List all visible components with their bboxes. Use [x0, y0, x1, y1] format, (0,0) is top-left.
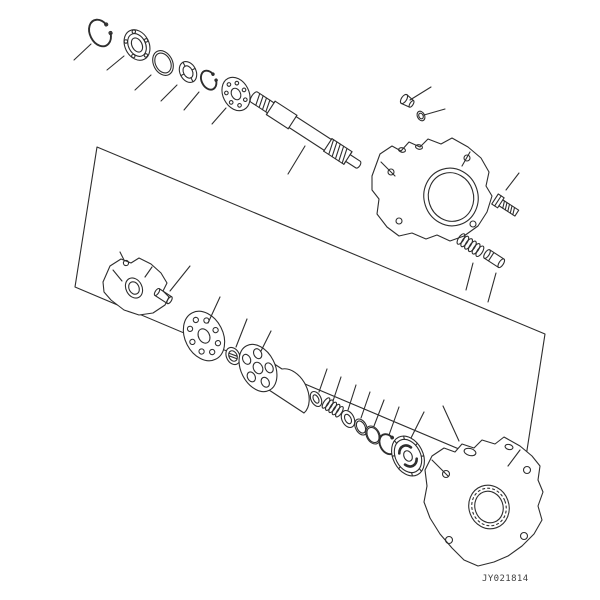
leader-line — [211, 107, 227, 125]
leader-lines — [73, 43, 520, 442]
figure-code: JY021814 — [482, 574, 529, 584]
leader-line — [332, 376, 342, 402]
leader-line — [505, 172, 520, 191]
o-ring — [152, 50, 174, 76]
washer-1 — [309, 390, 323, 408]
ring-2 — [365, 425, 381, 445]
retainer-plate — [182, 310, 226, 362]
leader-line — [160, 84, 178, 102]
leader-line — [373, 399, 385, 427]
valve-plate — [391, 435, 425, 477]
leader-line — [134, 74, 152, 91]
leader-line — [287, 145, 306, 175]
leader-line — [207, 296, 221, 324]
spherical-bushing — [225, 346, 241, 366]
leader-line — [409, 86, 432, 101]
leader-line — [360, 391, 371, 419]
leader-line — [423, 108, 446, 116]
swash-plate — [102, 251, 170, 316]
hex-bolt — [491, 193, 520, 217]
leader-line — [388, 406, 400, 436]
o-ring-small — [416, 110, 426, 122]
shaft-bearing — [123, 29, 151, 61]
end-cover — [423, 436, 544, 567]
plug-small — [399, 93, 415, 108]
leader-line — [465, 262, 474, 291]
pump-housing — [371, 137, 493, 242]
leader-line — [106, 55, 125, 71]
leader-line — [73, 43, 92, 61]
swash-plate-pin — [153, 287, 173, 305]
ring-1 — [354, 418, 368, 436]
leader-line — [487, 272, 497, 303]
cylinder-block — [238, 343, 310, 414]
needle-bearing — [178, 60, 198, 84]
leader-line — [410, 411, 425, 439]
valve-spring — [456, 233, 485, 258]
washer-2 — [340, 409, 356, 429]
snap-ring-1 — [88, 18, 113, 48]
piston-spring — [321, 397, 344, 418]
snap-ring-2 — [200, 69, 218, 91]
spacer-plate — [221, 76, 251, 112]
leader-line — [442, 405, 460, 442]
valve-plug — [483, 249, 506, 269]
leader-line — [169, 265, 191, 292]
leader-line — [260, 330, 272, 352]
leader-line — [347, 384, 357, 411]
leader-line — [235, 318, 248, 348]
leader-line — [318, 368, 328, 393]
leader-line — [183, 91, 200, 111]
drive-shaft — [249, 91, 362, 169]
